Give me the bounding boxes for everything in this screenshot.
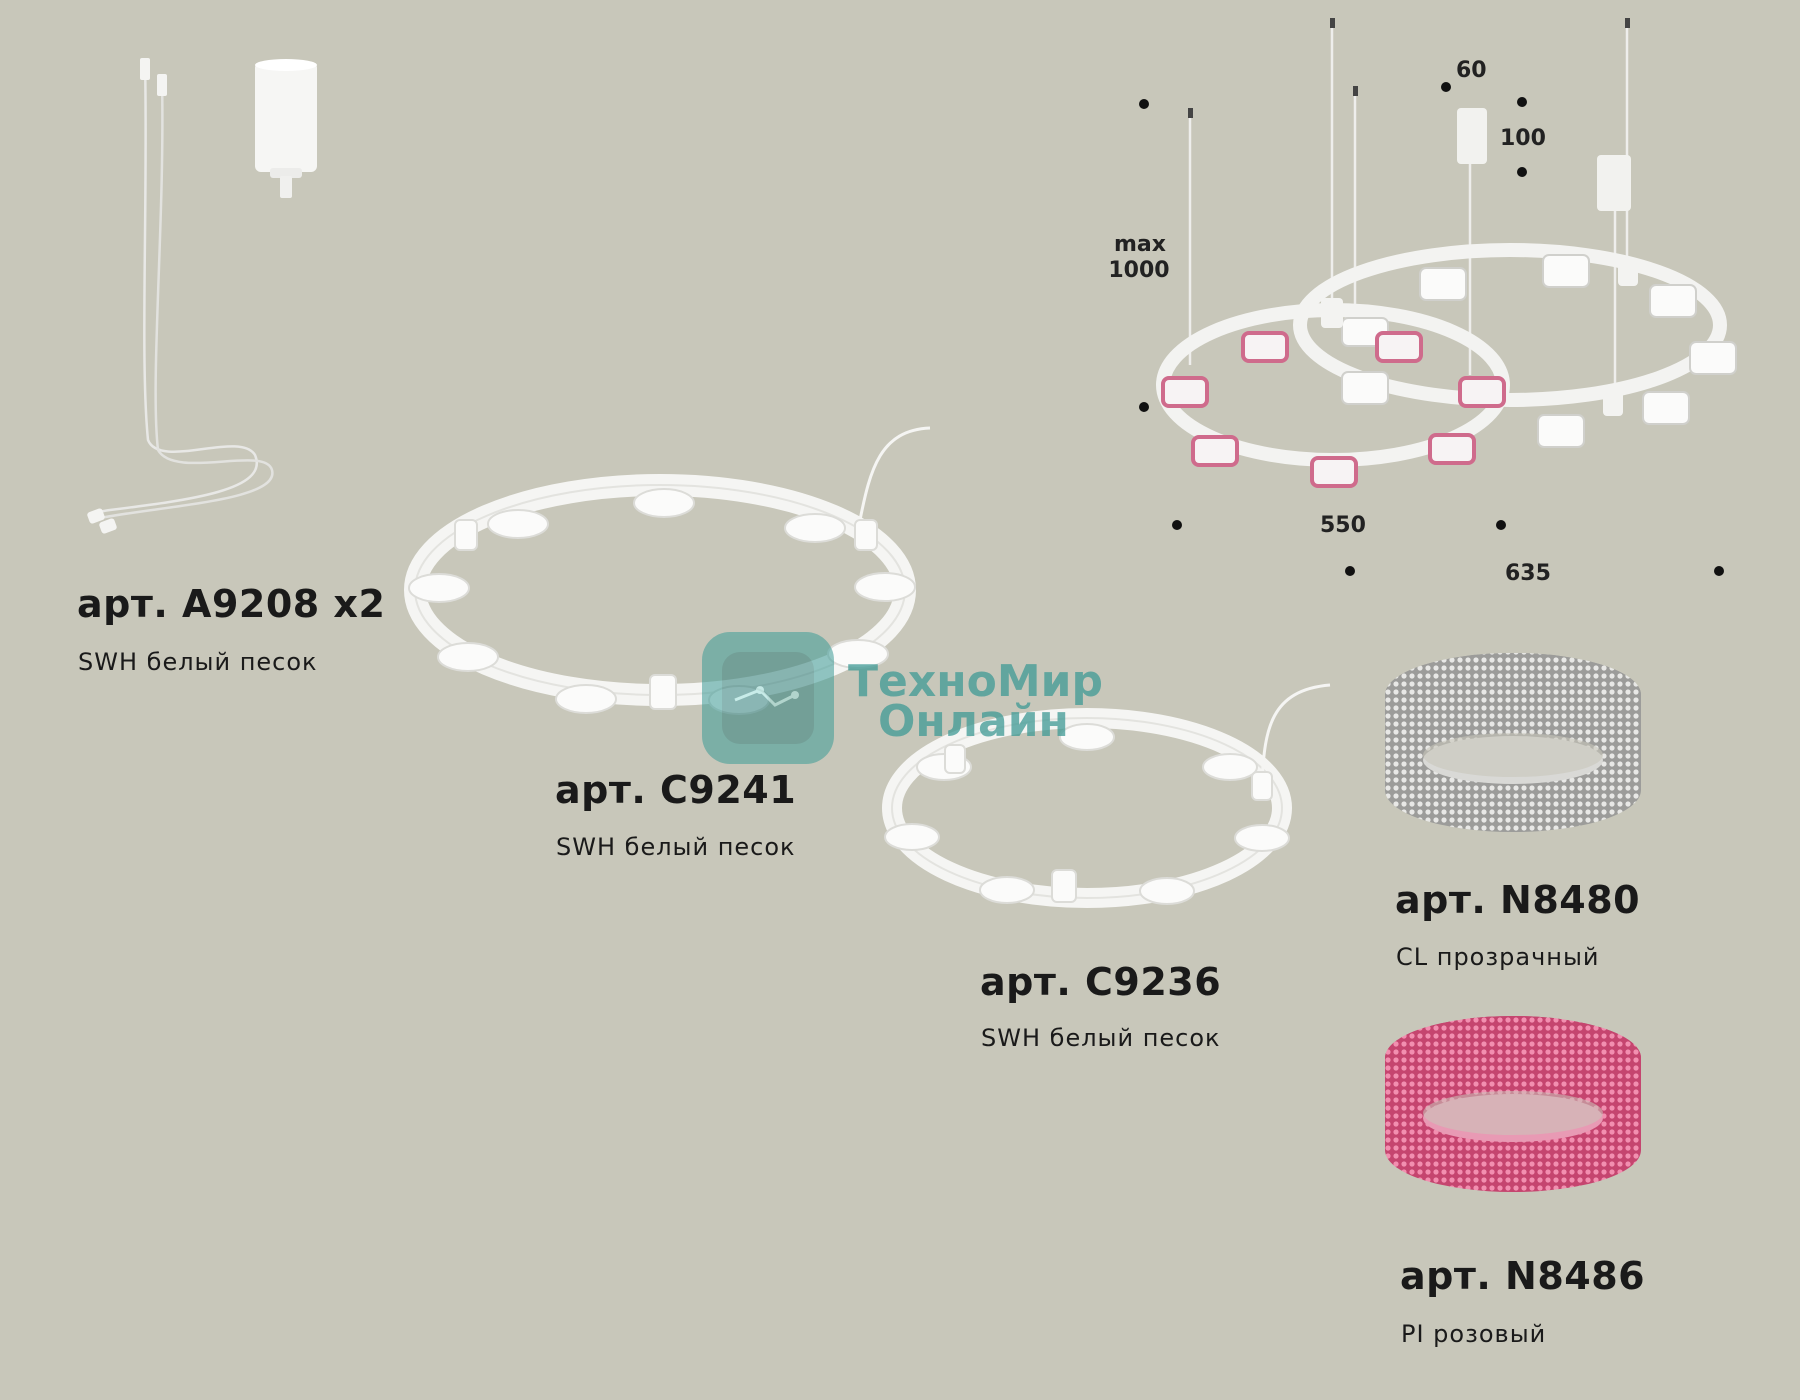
product-c9241-finish: SWH белый песок (556, 833, 796, 861)
dimension-dot (1517, 97, 1527, 107)
dimension-dot (1172, 520, 1182, 530)
watermark-line2: Онлайн (878, 696, 1069, 747)
watermark-line1: ТехноМир (848, 656, 1103, 707)
dimension-max-value: 1000 (1108, 258, 1170, 283)
dimension-canopy-height: 100 (1500, 126, 1546, 151)
dimension-max-label: max (1114, 232, 1166, 257)
dimension-dot (1139, 99, 1149, 109)
dimension-canopy-width: 60 (1456, 58, 1487, 83)
product-a9208-article: арт. A9208 x2 (77, 582, 386, 626)
watermark-logo-icon (702, 632, 834, 764)
dimension-dot (1714, 566, 1724, 576)
product-n8480-finish: CL прозрачный (1396, 943, 1600, 971)
dimension-dot (1496, 520, 1506, 530)
dimension-dot (1345, 566, 1355, 576)
dimension-large-ring: 635 (1505, 561, 1551, 586)
dimension-small-ring: 550 (1320, 513, 1366, 538)
dimension-dot (1139, 402, 1149, 412)
dimension-dot (1441, 82, 1451, 92)
product-n8486-article: арт. N8486 (1400, 1254, 1646, 1298)
dimension-dot (1517, 167, 1527, 177)
product-n8480-article: арт. N8480 (1395, 878, 1641, 922)
product-c9236-finish: SWH белый песок (981, 1024, 1221, 1052)
product-c9241-article: арт. C9241 (555, 768, 797, 812)
product-c9236-article: арт. C9236 (980, 960, 1222, 1004)
product-n8486-finish: PI розовый (1401, 1320, 1547, 1348)
product-a9208-finish: SWH белый песок (78, 648, 318, 676)
